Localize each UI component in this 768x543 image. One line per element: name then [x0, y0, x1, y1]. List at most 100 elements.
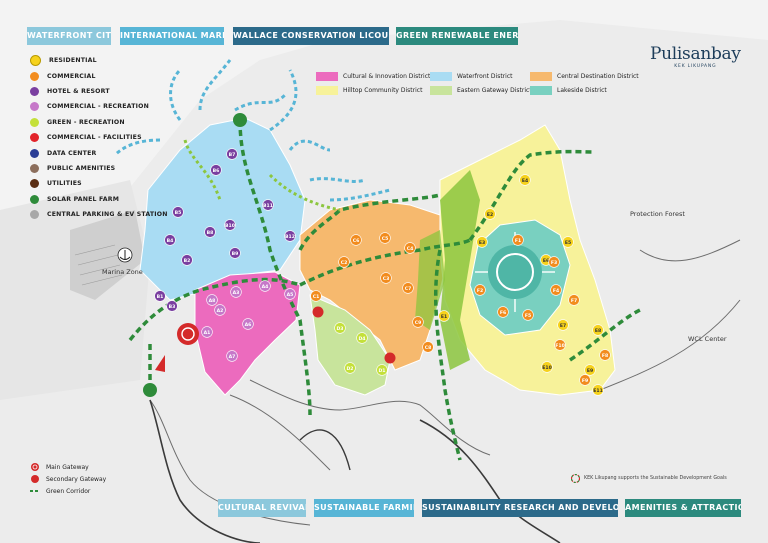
secondary-gateway-marker[interactable] [312, 306, 324, 318]
plot-marker-b11[interactable]: B11 [262, 199, 274, 211]
main-gateway-marker[interactable] [177, 323, 199, 345]
plot-marker-label: C1 [313, 294, 320, 300]
plot-marker-e1[interactable]: E1 [438, 310, 450, 322]
plot-marker-d2[interactable]: D2 [344, 362, 356, 374]
plot-marker-dot [519, 174, 531, 186]
legend-label: RESIDENTIAL [49, 57, 97, 65]
legend-dot [30, 133, 39, 143]
plot-marker-d1[interactable]: D1 [376, 364, 388, 376]
plot-marker-b8[interactable]: B8 [204, 226, 216, 238]
plot-marker-e5[interactable]: E5 [562, 236, 574, 248]
plot-marker-f5[interactable]: F5 [522, 309, 534, 321]
plot-marker-a4[interactable]: A4 [259, 280, 271, 292]
plot-marker-c5[interactable]: C5 [379, 232, 391, 244]
lake-ring [496, 253, 534, 291]
legend-item-commercial-recreation: COMMERCIAL - RECREATION [30, 99, 168, 114]
plot-marker-dot [376, 364, 388, 376]
eastern-gateway-district [309, 294, 391, 396]
plot-marker-f9[interactable]: F9 [579, 374, 591, 386]
legend-label: CENTRAL PARKING & EV STATION [47, 211, 168, 219]
plot-marker-f8[interactable]: F8 [599, 349, 611, 361]
plot-marker-dot [310, 290, 322, 302]
plot-marker-e2[interactable]: E2 [484, 208, 496, 220]
plot-marker-f6[interactable]: F6 [497, 306, 509, 318]
plot-marker-f3[interactable]: F3 [548, 256, 560, 268]
plot-marker-c8[interactable]: C8 [422, 341, 434, 353]
gateway-legend-label: Secondary Gateway [46, 475, 107, 483]
brand-logo: Pulisanbay KEK LIKUPANG [650, 44, 741, 69]
plot-marker-b12[interactable]: B12 [284, 230, 296, 242]
plot-marker-label: C3 [383, 276, 390, 282]
plot-marker-label: A2 [217, 308, 224, 314]
plot-marker-label: F1 [515, 238, 521, 244]
plot-marker-f1[interactable]: F1 [512, 234, 524, 246]
plot-marker-d3[interactable]: D3 [334, 322, 346, 334]
plot-marker-b3[interactable]: B3 [166, 300, 178, 312]
plot-marker-a2[interactable]: A2 [214, 304, 226, 316]
secondary-gateway-marker[interactable] [384, 352, 396, 364]
plot-marker-e8[interactable]: E8 [592, 324, 604, 336]
legend-dot [30, 194, 39, 204]
plot-marker-label: F3 [551, 260, 557, 266]
district-legend-cultural: Cultural & Innovation District [316, 72, 430, 81]
plot-marker-f2[interactable]: F2 [474, 284, 486, 296]
plot-marker-e4[interactable]: E4 [519, 174, 531, 186]
district-label: Waterfront District [457, 73, 513, 80]
tag-waterfront-city: WATERFRONT CITY [27, 27, 111, 45]
plot-marker-b9[interactable]: B9 [229, 247, 241, 259]
plot-marker-b2[interactable]: B2 [181, 254, 193, 266]
plot-marker-label: A6 [245, 322, 252, 328]
plot-marker-dot [422, 341, 434, 353]
district-legend-hilltop: Hilltop Community District [316, 86, 422, 95]
plot-marker-b1[interactable]: B1 [154, 290, 166, 302]
plot-marker-dot [164, 234, 176, 246]
plot-marker-f7[interactable]: F7 [568, 294, 580, 306]
plot-marker-a7[interactable]: A7 [226, 350, 238, 362]
plot-marker-c2[interactable]: C2 [338, 256, 350, 268]
plot-marker-a5[interactable]: A5 [284, 288, 296, 300]
plot-marker-c9[interactable]: C9 [412, 316, 424, 328]
plot-marker-e3[interactable]: E3 [476, 236, 488, 248]
plot-marker-b6[interactable]: B6 [210, 164, 222, 176]
plot-marker-label: E8 [595, 328, 601, 334]
brand-subtitle: KEK LIKUPANG [674, 64, 717, 69]
gateway-legend-corridor: Green Corridor [30, 485, 106, 497]
brand-name: Pulisanbay [650, 44, 741, 64]
plot-marker-b7[interactable]: B7 [226, 148, 238, 160]
plot-marker-a6[interactable]: A6 [242, 318, 254, 330]
plot-marker-dot [172, 206, 184, 218]
plot-marker-a1[interactable]: A1 [201, 326, 213, 338]
plot-marker-c1[interactable]: C1 [310, 290, 322, 302]
district-swatch [530, 72, 552, 81]
plot-marker-f4[interactable]: F4 [550, 284, 562, 296]
plot-marker-label: E4 [522, 178, 528, 184]
tag-amenities-attractions: AMENITIES & ATTRACTIONS [625, 499, 741, 517]
plot-marker-c7[interactable]: C7 [402, 282, 414, 294]
corridor-node-north [233, 113, 247, 127]
plot-marker-d4[interactable]: D4 [356, 332, 368, 344]
plot-marker-b10[interactable]: B10 [224, 219, 236, 231]
plot-marker-e7[interactable]: E7 [557, 319, 569, 331]
plot-marker-e11[interactable]: E11 [592, 384, 604, 396]
plot-marker-label: A1 [204, 330, 211, 336]
plot-marker-c3[interactable]: C3 [380, 272, 392, 284]
plot-marker-c6[interactable]: C6 [350, 234, 362, 246]
legend-item-data-center: DATA CENTER [30, 145, 168, 160]
cultural-innovation-district [194, 271, 301, 396]
roads [149, 239, 741, 526]
plot-marker-b5[interactable]: B5 [172, 206, 184, 218]
plot-marker-c4[interactable]: C4 [404, 242, 416, 254]
district-legend-lakeside: Lakeside District [530, 86, 607, 95]
plot-marker-dot [402, 282, 414, 294]
plot-marker-f10[interactable]: F10 [554, 339, 566, 351]
legend-dot [30, 117, 39, 127]
plot-marker-a3[interactable]: A3 [230, 286, 242, 298]
plot-marker-e10[interactable]: E10 [541, 361, 553, 373]
plot-marker-label: D3 [336, 326, 343, 332]
plot-marker-a8[interactable]: A8 [206, 294, 218, 306]
plot-marker-b4[interactable]: B4 [164, 234, 176, 246]
plot-marker-label: A8 [209, 298, 216, 304]
tag-sustainable-farming: SUSTAINABLE FARMING [314, 499, 414, 517]
plot-marker-dot [584, 364, 596, 376]
plot-marker-e9[interactable]: E9 [584, 364, 596, 376]
